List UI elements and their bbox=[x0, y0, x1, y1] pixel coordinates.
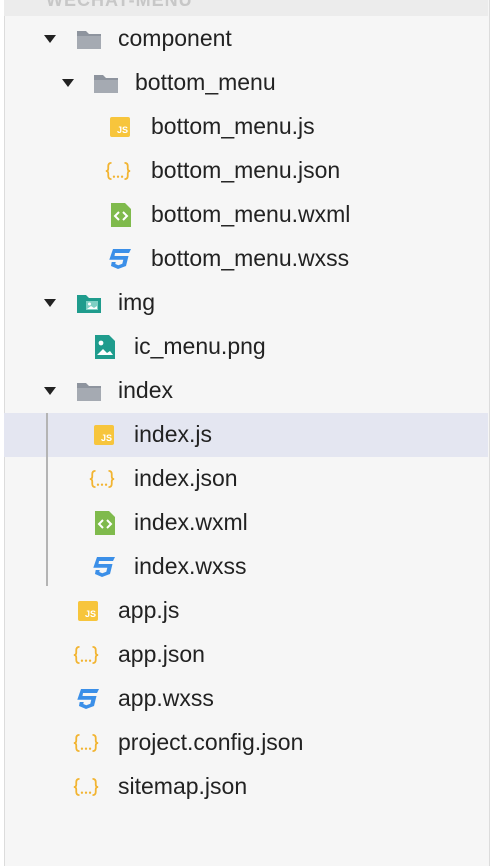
json-file-icon bbox=[105, 161, 131, 181]
folder-icon bbox=[77, 383, 101, 401]
js-file-icon: JS bbox=[108, 114, 134, 140]
tree-item-project-config-json[interactable]: project.config.json bbox=[4, 721, 488, 765]
folder-icon bbox=[77, 31, 101, 49]
tree-item-bottom-menu[interactable]: bottom_menu bbox=[4, 61, 488, 105]
tree-item-bottom-menu-wxss[interactable]: bottom_menu.wxss bbox=[4, 237, 488, 281]
tree-item-label: index.wxml bbox=[134, 509, 248, 535]
tree-item-label: app.wxss bbox=[118, 685, 214, 711]
tree-item-label: index.js bbox=[134, 421, 212, 447]
tree-item-label: index.json bbox=[134, 465, 238, 491]
tree-item-label: bottom_menu bbox=[135, 69, 276, 95]
tree-item-label: index.wxss bbox=[134, 553, 247, 579]
tree-item-bottom-menu-json[interactable]: bottom_menu.json bbox=[4, 149, 488, 193]
tree-item-index-js[interactable]: JS index.js bbox=[4, 413, 488, 457]
wxml-file-icon bbox=[111, 203, 131, 227]
js-file-icon: JS bbox=[92, 422, 118, 448]
tree-item-sitemap-json[interactable]: sitemap.json bbox=[4, 765, 488, 809]
tree-item-index[interactable]: index bbox=[4, 369, 488, 413]
tree-item-component[interactable]: component bbox=[4, 17, 488, 61]
tree-item-label: project.config.json bbox=[118, 729, 304, 755]
image-folder-icon bbox=[77, 295, 101, 313]
tree-item-label: bottom_menu.js bbox=[151, 113, 315, 139]
tree-item-ic-menu-png[interactable]: ic_menu.png bbox=[4, 325, 488, 369]
tree-item-app-wxss[interactable]: app.wxss bbox=[4, 677, 488, 721]
tree-item-label: app.js bbox=[118, 597, 180, 623]
chevron-down-icon[interactable] bbox=[44, 35, 56, 43]
json-file-icon bbox=[73, 645, 99, 665]
json-file-icon bbox=[73, 733, 99, 753]
js-file-icon: JS bbox=[76, 598, 102, 624]
tree-item-label: app.json bbox=[118, 641, 205, 667]
tree-item-index-wxml[interactable]: index.wxml bbox=[4, 501, 488, 545]
tree-item-bottom-menu-wxml[interactable]: bottom_menu.wxml bbox=[4, 193, 488, 237]
tree-item-index-json[interactable]: index.json bbox=[4, 457, 488, 501]
tree-item-label: bottom_menu.wxml bbox=[151, 201, 351, 227]
tree-item-label: ic_menu.png bbox=[134, 333, 266, 359]
tree-item-app-js[interactable]: JS app.js bbox=[4, 589, 488, 633]
chevron-down-icon[interactable] bbox=[44, 299, 56, 307]
tree-item-label: img bbox=[118, 289, 156, 315]
tree-item-label: sitemap.json bbox=[118, 773, 248, 799]
tree-item-label: bottom_menu.wxss bbox=[151, 245, 350, 271]
chevron-down-icon[interactable] bbox=[44, 387, 56, 395]
section-header[interactable] bbox=[4, 0, 488, 16]
tree-item-label: component bbox=[118, 25, 232, 51]
json-file-icon bbox=[73, 777, 99, 797]
folder-icon bbox=[94, 75, 118, 93]
section-title: WECHAT-MENU bbox=[46, 0, 193, 10]
tree-item-index-wxss[interactable]: index.wxss bbox=[4, 545, 488, 589]
image-file-icon bbox=[95, 335, 115, 359]
wxss-file-icon bbox=[93, 557, 115, 577]
tree-item-img[interactable]: img bbox=[4, 281, 488, 325]
wxml-file-icon bbox=[95, 511, 115, 535]
json-file-icon bbox=[89, 469, 115, 489]
tree-item-bottom-menu-js[interactable]: JS bottom_menu.js bbox=[4, 105, 488, 149]
chevron-down-icon[interactable] bbox=[62, 79, 74, 87]
wxss-file-icon bbox=[77, 689, 99, 709]
tree-item-label: index bbox=[118, 377, 173, 403]
tree-item-label: bottom_menu.json bbox=[151, 157, 341, 183]
indent-guide bbox=[46, 413, 48, 586]
wxss-file-icon bbox=[109, 249, 131, 269]
tree-item-app-json[interactable]: app.json bbox=[4, 633, 488, 677]
